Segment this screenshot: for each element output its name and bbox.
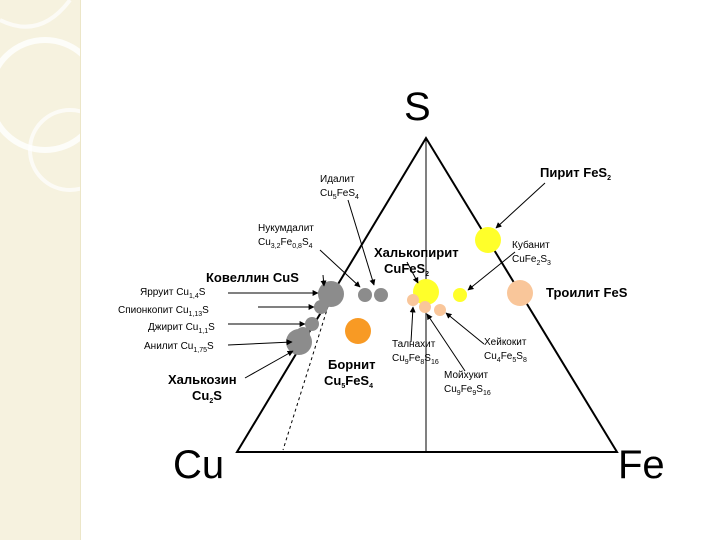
pyrite-circle: [475, 227, 501, 253]
idaite-circle: [374, 288, 388, 302]
anilite-label: Анилит Cu1,75S: [144, 341, 214, 354]
cubanite-circle: [453, 288, 467, 302]
spionkopite-label: Спионкопит Cu1,13S: [118, 305, 209, 318]
haycockite-circle: [434, 304, 446, 316]
vertex-fe: Fe: [618, 443, 665, 487]
vertex-s: S: [404, 85, 431, 129]
vertex-cu: Cu: [173, 443, 224, 487]
covellite-label: Ковеллин CuS: [206, 270, 299, 285]
troilite-circle: [507, 280, 533, 306]
yarrowite-circle: [318, 287, 330, 299]
talnakhite-circle: [407, 294, 419, 306]
djurleite-label: Джирит Cu1,1S: [148, 322, 215, 335]
spionkopite-circle: [314, 300, 328, 314]
mooihoekite-circle: [419, 301, 431, 313]
yarrowite-label: Ярруит Cu1,4S: [140, 287, 206, 300]
pyrite-label: Пирит FeS2: [540, 165, 611, 182]
bornite-circle: [345, 318, 371, 344]
nukundamite-circle: [358, 288, 372, 302]
troilite-label: Троилит FeS: [546, 285, 628, 300]
